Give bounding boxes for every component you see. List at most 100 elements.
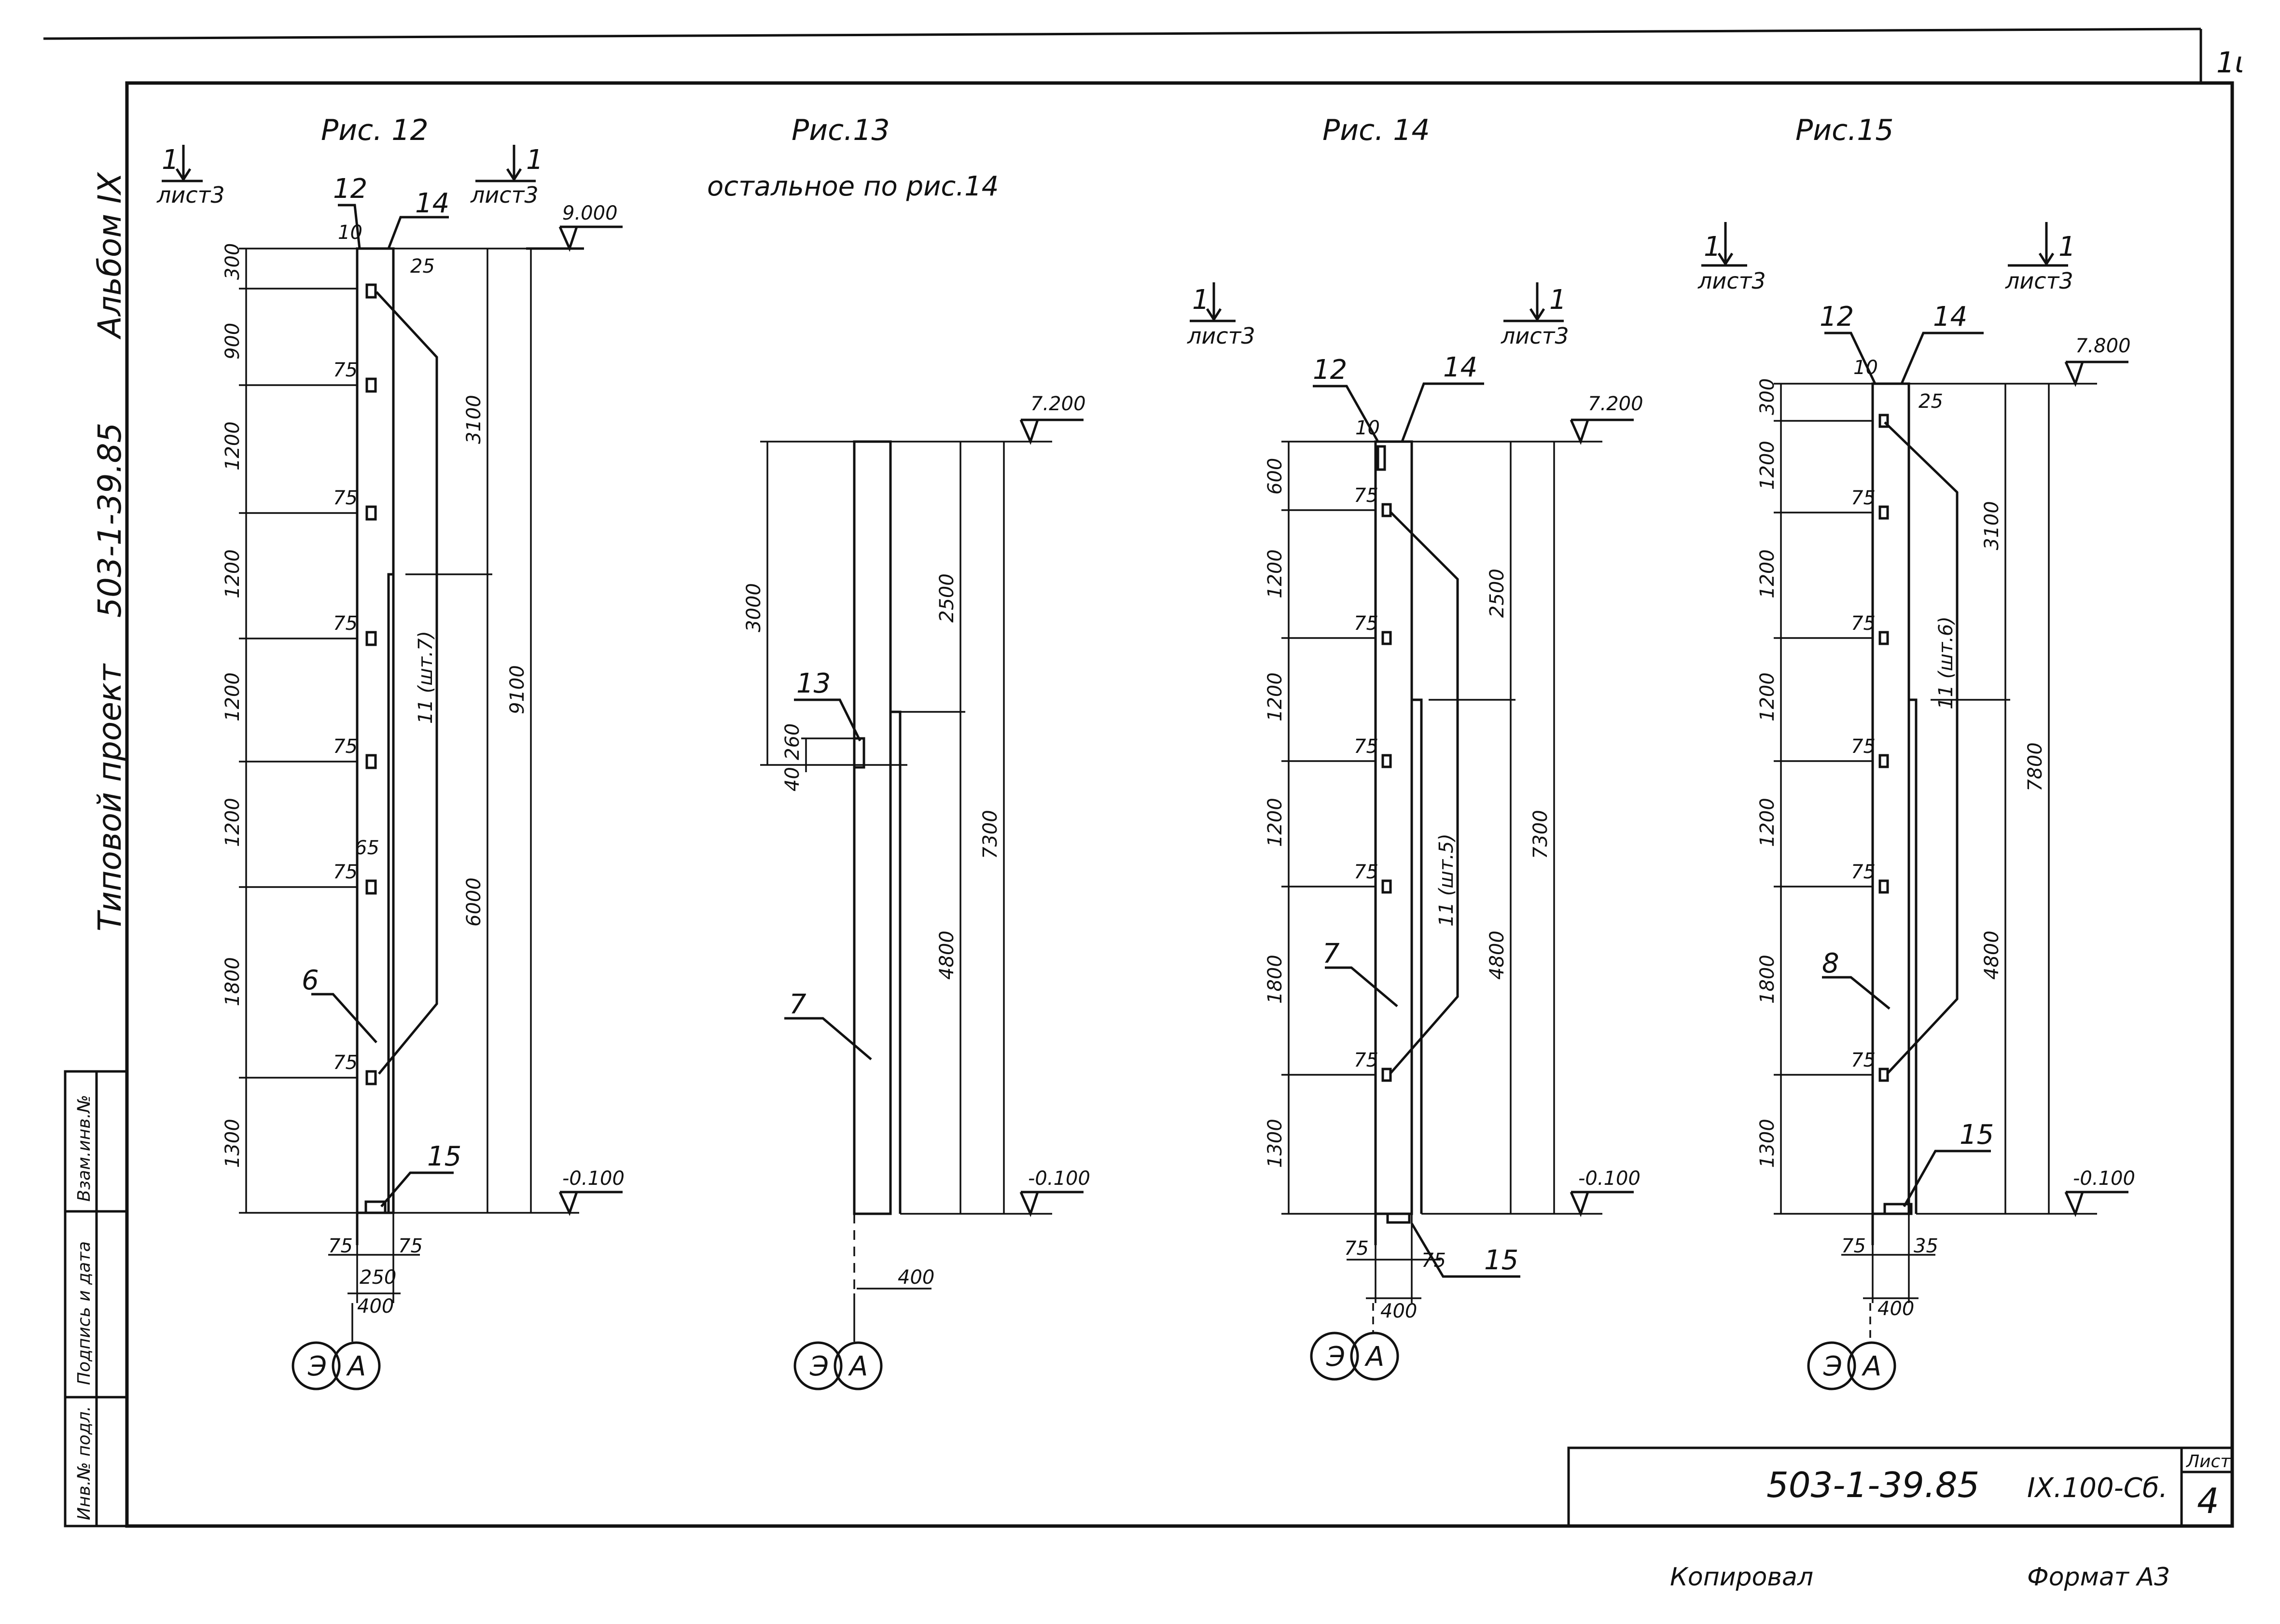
dim-text: 3100	[1981, 501, 2003, 550]
dim-text: 75	[1851, 736, 1876, 758]
top-insert	[1376, 445, 1386, 471]
left-dim-chain: 3000 260 40	[743, 441, 907, 791]
column-step-profile	[1907, 384, 1918, 1214]
base-plate	[364, 1200, 387, 1214]
dim-text: 75	[1851, 1049, 1876, 1071]
dim-text: 75	[333, 861, 358, 883]
column-openings	[364, 283, 387, 1214]
axis-label: Э	[1326, 1341, 1345, 1373]
axis-label: А	[1862, 1351, 1881, 1382]
title-block: 503-1-39.85 IX.100-Сб. Лист 4	[1567, 1446, 2234, 1527]
sidebar-cell-replace: Взам.инв.№	[74, 1095, 94, 1202]
level-bottom: -0.100	[2064, 1167, 2135, 1217]
level-bottom: -0.100	[1019, 1167, 1090, 1217]
section-word: лист3	[470, 182, 539, 208]
opening	[1878, 1068, 1889, 1082]
level-top: 7.200	[1019, 393, 1086, 445]
section-num: 1	[2058, 231, 2076, 263]
section-arrow-head	[506, 168, 522, 182]
dim-text: 75	[1354, 1049, 1378, 1071]
column-step-profile	[889, 442, 902, 1214]
level-bottom: -0.100	[558, 1167, 625, 1216]
dim-text: 75	[1354, 861, 1378, 883]
callout-7: 7	[1322, 938, 1340, 970]
section-word: лист3	[156, 182, 225, 208]
dim-text: 260	[781, 723, 804, 760]
column-openings	[1381, 503, 1411, 1224]
level-top: 7.800	[2064, 335, 2131, 387]
top-edge-line	[43, 28, 2201, 40]
level-text: -0.100	[2073, 1167, 2135, 1190]
base-plate	[1386, 1212, 1411, 1224]
project-code: 503-1-39.85	[91, 422, 128, 618]
section-word: лист3	[1697, 268, 1766, 294]
stamp-box	[1567, 1446, 2234, 1527]
section-word: лист3	[1501, 323, 1569, 349]
dim-text: 75	[1851, 487, 1876, 509]
left-dim-chain: 300 900 1200 1200 1200 1200 1800 1300	[222, 243, 357, 1214]
stamp-sheet-number: 4	[2197, 1481, 2219, 1521]
section-marker-right: 1 лист3	[1501, 282, 1569, 349]
section-word: лист3	[1187, 323, 1255, 349]
opening	[365, 377, 377, 393]
dim-text: 1200	[1264, 549, 1286, 598]
dim-text: 75	[1851, 861, 1876, 883]
right-dim-chain: 3100 4800 7800	[1909, 383, 2097, 1215]
opening	[365, 505, 377, 521]
column-openings	[1878, 414, 1913, 1215]
figure-12-title: Рис. 12	[321, 113, 429, 147]
axis-label: А	[346, 1351, 366, 1382]
album-label: Альбом IX	[91, 171, 128, 340]
dim-text: 75	[333, 359, 358, 381]
section-marker-left: 1 лист3	[156, 144, 225, 208]
dim-text: 65	[355, 837, 379, 859]
callout-11: 11 (шт.5)	[1435, 833, 1458, 927]
level-text: 7.200	[1030, 393, 1086, 415]
callouts: 12 14 6 15 11 (шт.7)	[302, 173, 461, 1208]
dim-text: 2500	[1486, 569, 1508, 618]
figure-12: Рис. 12 1 лист3 1 лист3	[156, 113, 625, 1390]
opening	[365, 1070, 377, 1085]
dim-text: 40	[781, 767, 804, 791]
column-body	[1374, 440, 1413, 1215]
dim-text: 250	[360, 1266, 396, 1289]
sidebar-cell-signature: Подпись и дата	[74, 1241, 94, 1385]
axis-bubble	[1350, 1332, 1399, 1381]
level-bottom: -0.100	[1570, 1167, 1640, 1217]
dim-text: 7800	[2024, 742, 2046, 791]
sheet-corner-mark: 1ι	[2216, 46, 2244, 80]
callout-15: 15	[1484, 1245, 1518, 1276]
section-word: лист3	[2005, 268, 2073, 294]
callout-8: 8	[1822, 948, 1839, 979]
section-num: 1	[526, 144, 543, 176]
figure-13-note: остальное по рис.14	[707, 171, 999, 202]
callout-13: 13	[796, 668, 831, 699]
dim-text: 400	[357, 1295, 394, 1318]
section-arrow-head	[175, 168, 192, 182]
axis-label: Э	[809, 1351, 829, 1382]
callout-15: 15	[427, 1141, 461, 1172]
axis-label: Э	[1823, 1351, 1842, 1382]
figure-15-title: Рис.15	[1795, 113, 1894, 147]
dim-text: 75	[333, 736, 358, 758]
dim-text: 7300	[1529, 810, 1552, 859]
project-label: Типовой проект	[91, 663, 128, 931]
section-marker-right: 1 лист3	[470, 144, 543, 208]
figure-13-title: Рис.13	[792, 113, 890, 147]
column-step-profile	[387, 249, 395, 1213]
opening	[365, 754, 377, 769]
figure-15: Рис.15 1 лист3 1 лист3	[1697, 113, 2135, 1390]
left-dim-chain: 300 1200 1200 1200 1200 1800 1300	[1756, 378, 1873, 1215]
level-text: 9.000	[562, 202, 618, 224]
dim-text: 75	[1841, 1235, 1866, 1257]
axis-bubble	[292, 1341, 341, 1390]
axis-bubble	[332, 1341, 381, 1390]
bottom-dims: 75 35 400	[1841, 1214, 1938, 1320]
axis-bubble	[793, 1341, 843, 1390]
opening	[1878, 505, 1889, 520]
column-body	[853, 440, 892, 1215]
column-body	[1871, 382, 1910, 1215]
dim-text: 75	[1354, 736, 1378, 758]
dim-text: 75	[333, 1052, 358, 1074]
